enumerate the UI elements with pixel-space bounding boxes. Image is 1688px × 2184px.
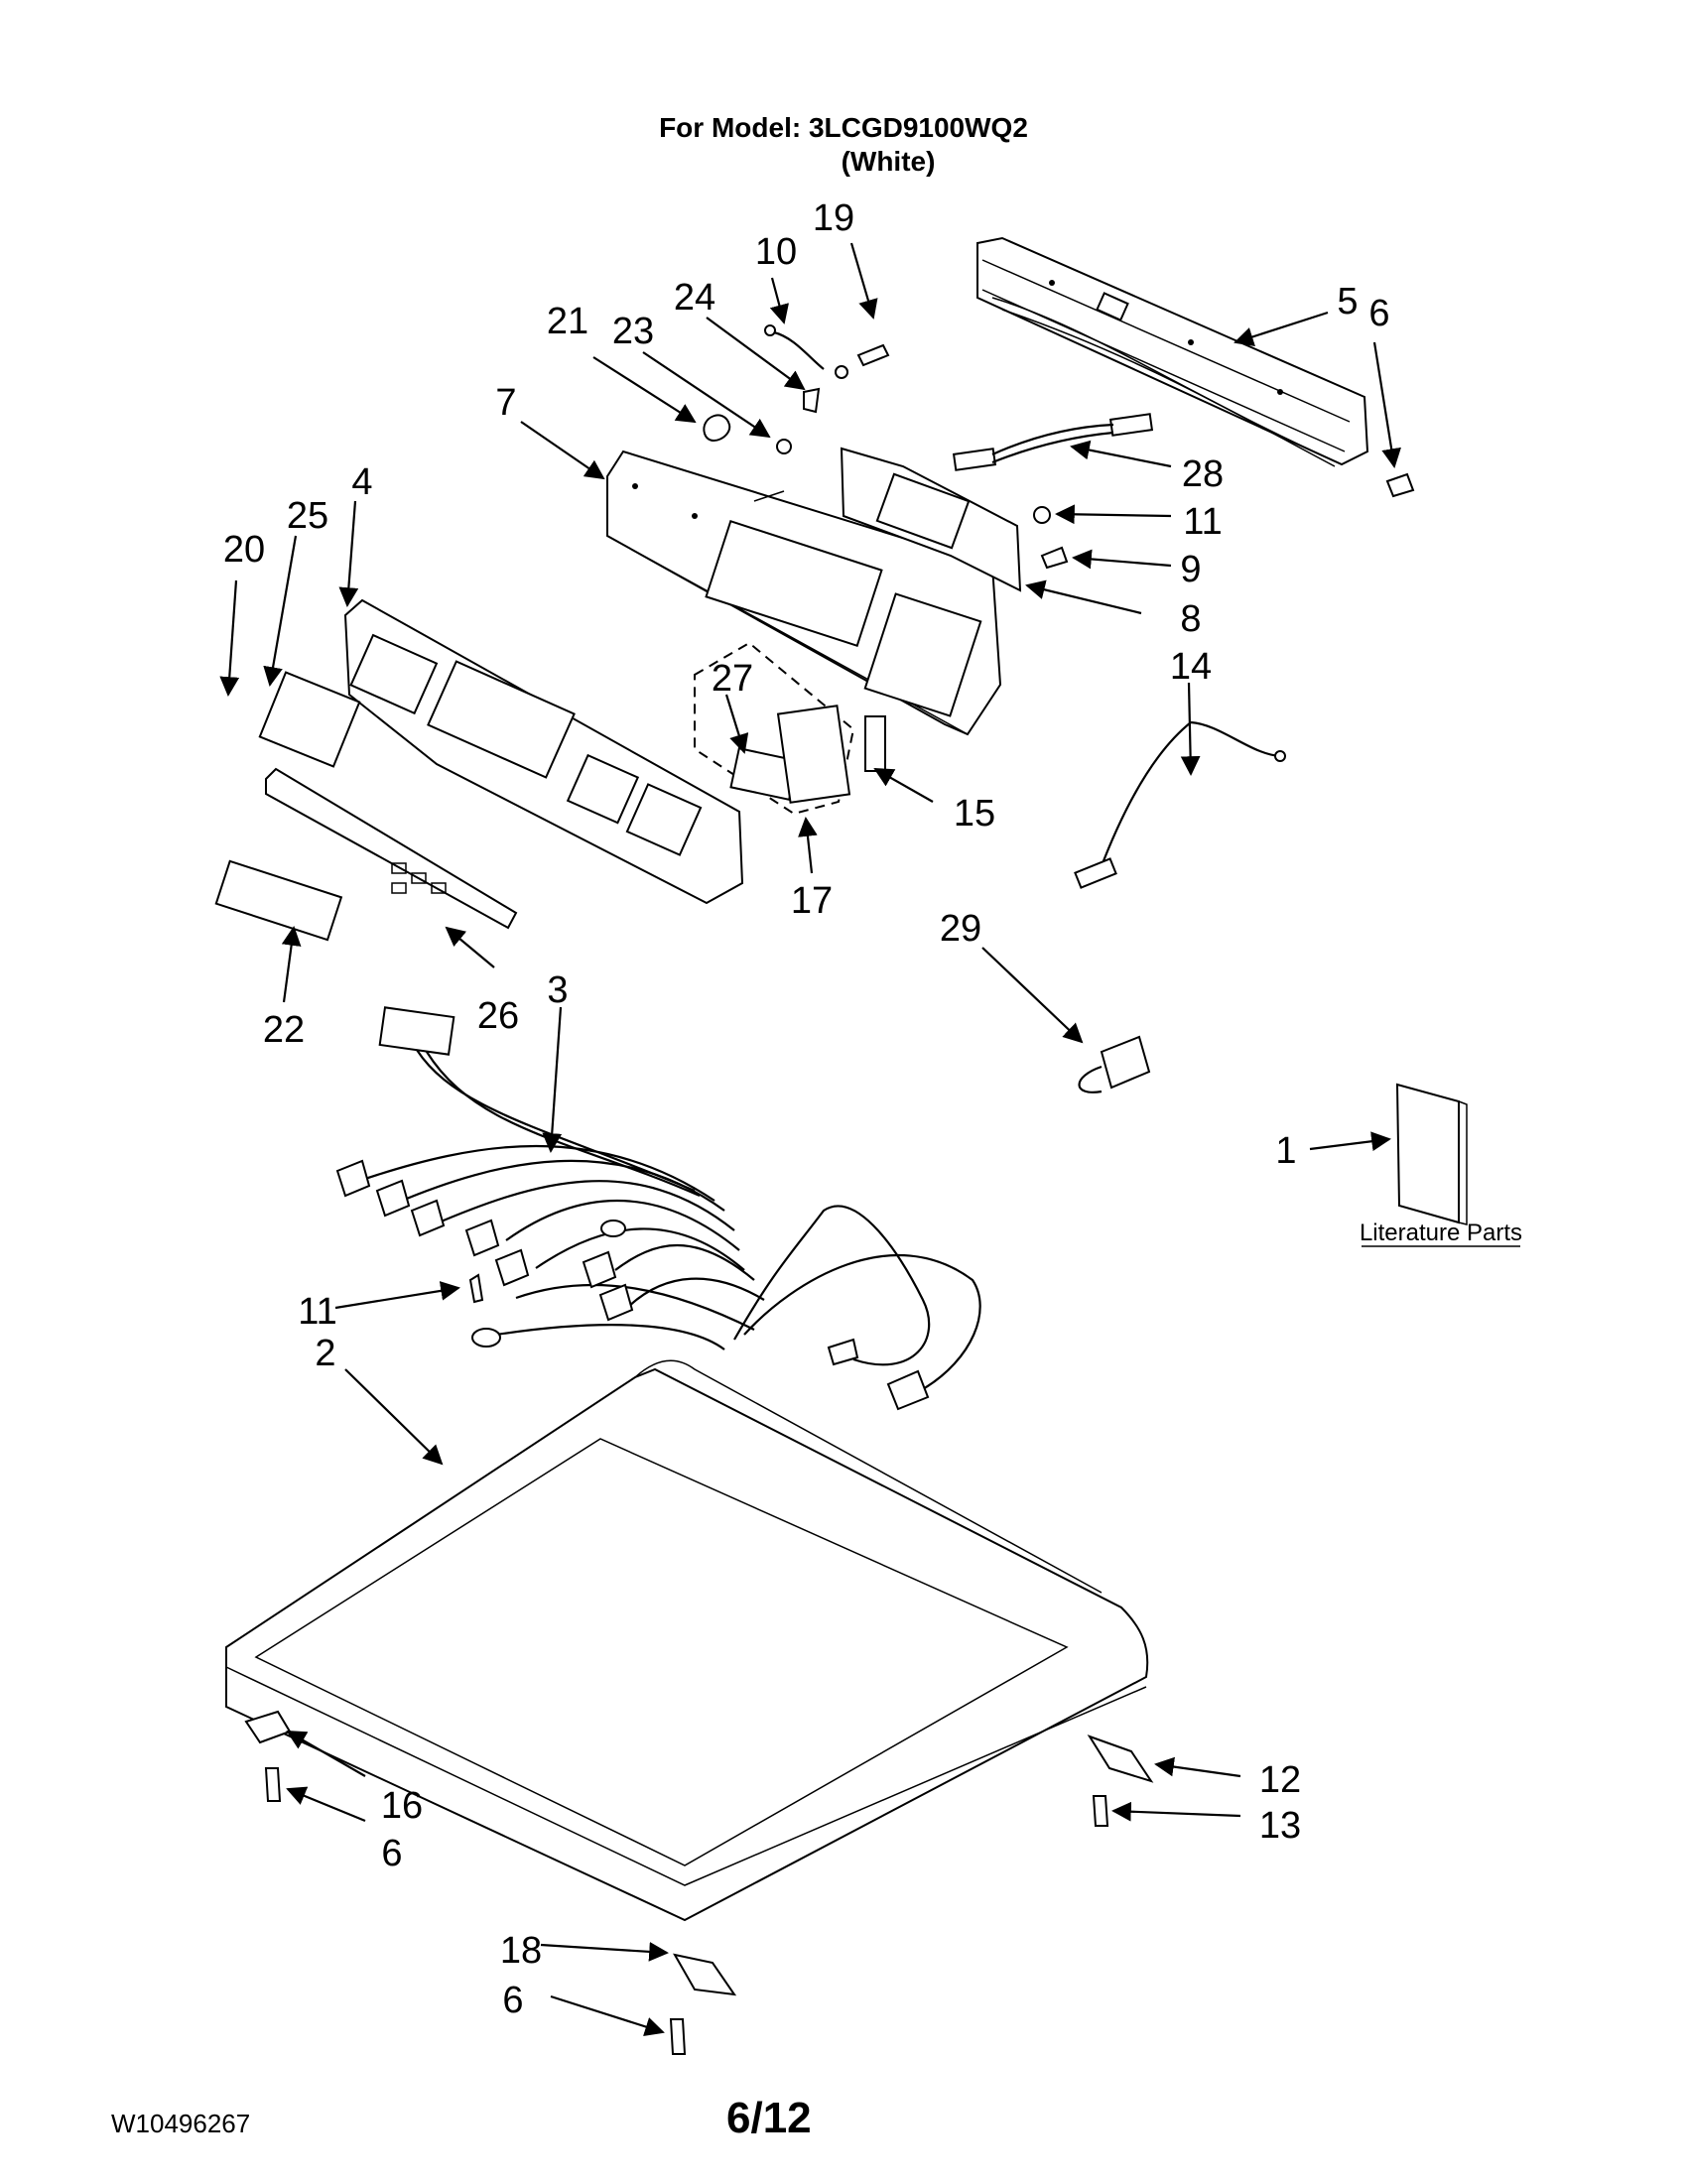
control-board-part	[840, 447, 1022, 592]
callout-5: 5	[1337, 281, 1358, 322]
control-panel-bezel-part	[343, 598, 744, 905]
callout-12: 12	[1259, 1759, 1301, 1801]
callout-28: 28	[1182, 453, 1224, 495]
callout-22: 22	[263, 1009, 305, 1051]
callout-18: 18	[500, 1930, 542, 1972]
console-bracket-part	[976, 236, 1369, 467]
callout-13: 13	[1259, 1805, 1301, 1847]
callout-numbers: 19 10 24 23 21 7 5 6 28 11 9 8 14 4 25 2…	[223, 197, 1390, 2021]
callout-11-bottom: 11	[298, 1291, 336, 1333]
diagram-title: For Model: 3LCGD9100WQ2 (White)	[635, 111, 1052, 179]
callout-8: 8	[1180, 598, 1201, 640]
callout-11-top: 11	[1183, 501, 1222, 543]
literature-parts-label: Literature Parts	[1360, 1220, 1522, 1246]
callout-7: 7	[495, 382, 516, 424]
page-number: 6/12	[726, 2094, 812, 2142]
touch-overlay-part	[265, 767, 518, 930]
callout-26: 26	[477, 995, 519, 1037]
callout-21: 21	[547, 301, 588, 342]
callout-9: 9	[1180, 549, 1201, 590]
document-id: W10496267	[111, 2109, 251, 2138]
callout-3: 3	[547, 969, 568, 1011]
callout-25: 25	[287, 495, 328, 537]
console-housing-part	[606, 450, 1002, 736]
wire-harness-14-part	[1074, 720, 1286, 889]
model-line: For Model: 3LCGD9100WQ2	[659, 112, 1028, 143]
callout-23: 23	[612, 311, 654, 352]
callout-29: 29	[940, 908, 981, 950]
callout-16: 16	[381, 1785, 423, 1827]
callout-24: 24	[674, 277, 715, 319]
callout-14: 14	[1170, 646, 1212, 688]
callout-1: 1	[1275, 1130, 1296, 1172]
top-panel-part	[225, 1359, 1149, 1922]
main-wire-harness-part	[335, 1006, 981, 1411]
bottom-hardware-parts	[244, 1710, 1154, 2055]
callout-6-left: 6	[381, 1833, 402, 1874]
callout-17: 17	[791, 880, 833, 922]
callout-2: 2	[315, 1333, 335, 1374]
color-line: (White)	[841, 146, 936, 177]
sub-board-assembly-part	[694, 641, 886, 816]
leader-lines	[219, 242, 1401, 2037]
callout-6-top: 6	[1368, 293, 1389, 334]
display-window-part	[214, 859, 343, 942]
callout-6-bottom: 6	[502, 1980, 523, 2021]
callout-4: 4	[351, 461, 372, 503]
hardware-parts	[703, 324, 1415, 570]
callout-10: 10	[755, 231, 797, 273]
connector-29-part	[1078, 1035, 1151, 1093]
callout-20: 20	[223, 529, 265, 571]
bezel-plate-part	[258, 671, 361, 768]
literature-part: Literature Parts	[1360, 1083, 1522, 1247]
callout-19: 19	[813, 197, 854, 239]
wire-harness-28-part	[952, 413, 1154, 471]
callout-27: 27	[712, 658, 753, 700]
callout-15: 15	[954, 793, 995, 835]
